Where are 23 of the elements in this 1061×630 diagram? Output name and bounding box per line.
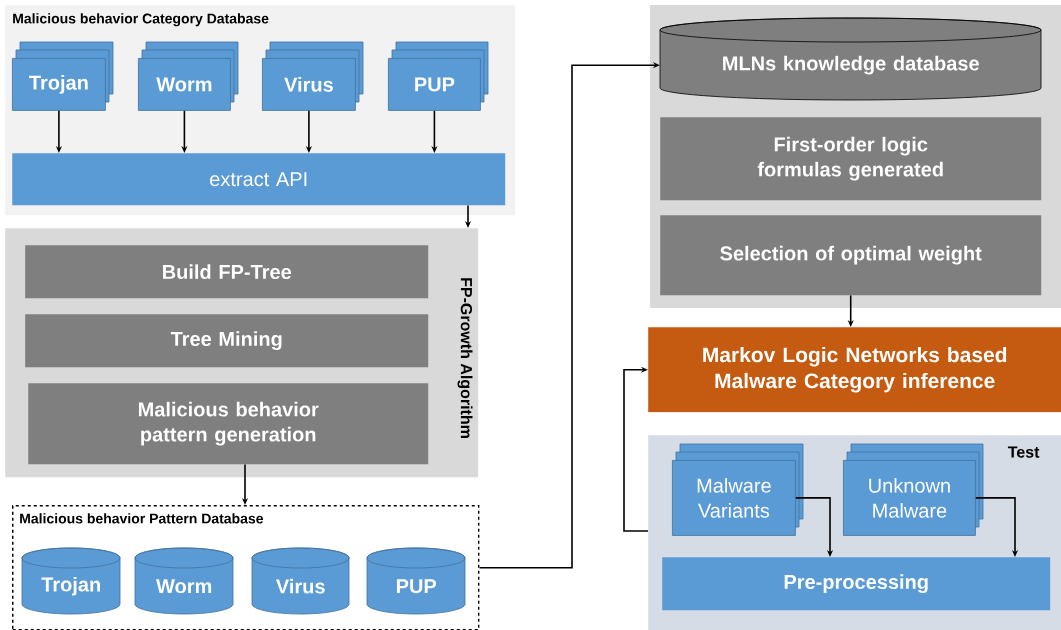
database-cylinder: Virus [251,547,350,615]
arrow [478,62,660,569]
database-cylinder: MLNs knowledge database [659,17,1042,101]
process-box: First-order logic formulas generated [660,117,1042,201]
document-stack: PUP [388,41,489,111]
database-cylinder: Worm [134,547,234,615]
process-box: Markov Logic Networks based Malware Category inference [648,327,1061,413]
process-box: Build FP-Tree [25,245,429,299]
database-cylinder: Trojan [21,547,121,615]
arrow [623,366,649,532]
arrow [795,497,834,557]
document-stack: Worm [138,41,239,111]
document-stack: Trojan [12,41,114,111]
process-box: Tree Mining [25,314,429,368]
database-cylinder: PUP [366,547,466,615]
process-bar: extract API [12,153,506,206]
process-box: Selection of optimal weight [660,215,1042,296]
process-box: Malicious behavior pattern generation [28,383,429,465]
process-bar: Pre-processing [662,557,1051,611]
document-stack: Virus [262,41,364,111]
arrow [975,497,1019,557]
document-stack: Unknown Malware [843,443,984,536]
document-stack: Malware Variants [672,443,804,536]
